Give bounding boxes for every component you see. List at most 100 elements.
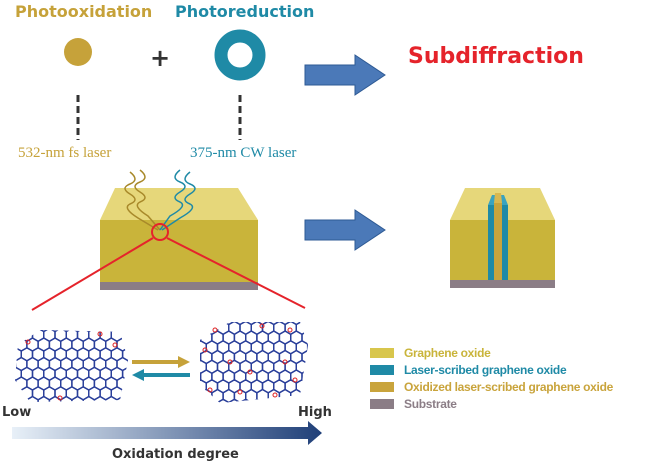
hexagon-ring [211,322,224,326]
hexagon-ring [200,322,213,326]
hexagon-ring [121,385,128,401]
hexagon-ring [301,369,308,384]
hexagon-ring [15,385,22,401]
photoreduction-ring-icon [214,29,266,81]
hexagon-ring [15,330,17,333]
hexagon-ring [37,330,51,333]
hexagon-ring [93,395,107,402]
subdiffraction-label: Subdiffraction [408,44,584,69]
oxygen-group-mark [237,389,243,395]
hexagon-ring [127,395,128,402]
hexagon-ring [200,369,202,384]
oxygen-group-mark [292,377,298,383]
legend-item-oxidized: Oxidized laser-scribed graphene oxide [370,379,660,395]
graphene-oxide-block [100,188,258,290]
hexagon-ring [273,398,286,403]
hexagon-ring [104,395,118,402]
legend-swatch [370,382,394,392]
hexagon-ring [71,395,84,402]
hexagon-ring [82,395,96,402]
hexagon-ring [290,388,303,403]
legend-label: Graphene oxide [404,346,491,360]
reduction-arrow [132,369,190,381]
cw-laser-label: 375-nm CW laser [190,145,297,161]
hexagon-ring [200,322,202,326]
oxygen-group-mark [272,392,278,398]
hexagon-ring [116,330,128,333]
hexagon-ring [104,330,118,333]
hexagon-ring [216,398,230,403]
low-oxidation-molecule [15,330,128,402]
arrow-right-middle [304,209,386,251]
legend-item-laser-scribed: Laser-scribed graphene oxide [370,362,660,378]
hexagon-ring [250,398,264,403]
oxygen-group-mark [287,327,293,333]
oxidation-arrow [132,356,190,368]
zoom-line-right [166,237,306,309]
hexagon-ring [200,378,208,394]
high-oxidation-molecule [200,322,308,403]
hexagon-ring [48,395,62,402]
hexagon-ring [278,388,292,403]
oxygen-group-mark [212,327,218,333]
legend-swatch [370,365,394,375]
hexagon-ring [284,398,297,403]
oxidation-degree-label: Oxidation degree [112,447,239,462]
legend-item-substrate: Substrate [370,396,660,412]
oxygen-group-mark [25,339,31,345]
hexagon-ring [116,395,128,402]
hexagon-ring [15,330,28,333]
hexagon-ring [301,388,308,403]
hexagon-ring [256,388,269,403]
zoom-line-left [31,237,154,311]
zoom-highlight-circle [151,223,169,241]
functional-groups [25,323,298,401]
arrow-right-top [304,54,386,96]
hexagon-ring [15,356,17,372]
hexagon-ring [127,376,128,391]
oxygen-group-mark [259,323,265,329]
legend-swatch [370,348,394,358]
hexagon-ring [26,330,39,333]
oxygen-group-mark [247,369,253,375]
laser-beams [124,169,196,231]
photoreduction-label: Photoreduction [175,2,315,21]
hexagon-ring [239,398,253,403]
hexagon-ring [228,398,241,403]
legend-item-graphene-oxide: Graphene oxide [370,345,660,361]
patterned-block [450,188,555,288]
hexagon-ring [121,346,128,362]
hexagon-ring [261,398,275,403]
hexagon-ring [60,330,73,333]
photooxidation-spot-icon [64,38,92,66]
hexagon-ring [15,376,17,391]
oxygen-group-mark [97,331,103,337]
hexagon-ring [121,366,128,382]
hexagon-ring [200,398,208,403]
hexagon-ring [200,349,202,365]
plus-sign: + [150,44,171,72]
hexagon-ring [200,388,213,403]
hexagon-ring [15,330,22,343]
high-label: High [298,405,332,420]
hexagon-ring [15,337,17,352]
hexagon-ring [200,330,202,345]
oxygen-group-mark [282,359,288,365]
hexagon-ring [127,330,128,333]
oxygen-group-mark [112,342,118,348]
oxygen-group-mark [202,347,208,353]
oxidation-degree-arrow [12,421,322,445]
hexagon-ring [71,330,84,333]
oxygen-group-mark [207,387,213,393]
hexagon-ring [301,322,308,326]
fs-laser-label: 532-nm fs laser [18,145,112,161]
oxygen-group-mark [227,359,233,365]
hexagon-ring [37,395,51,402]
legend-label: Laser-scribed graphene oxide [404,363,567,377]
oxygen-group-mark [57,395,63,401]
photooxidation-label: Photooxidation [15,2,153,21]
hexagon-ring [82,330,96,333]
low-label: Low [2,405,32,420]
hexagon-ring [121,330,128,343]
